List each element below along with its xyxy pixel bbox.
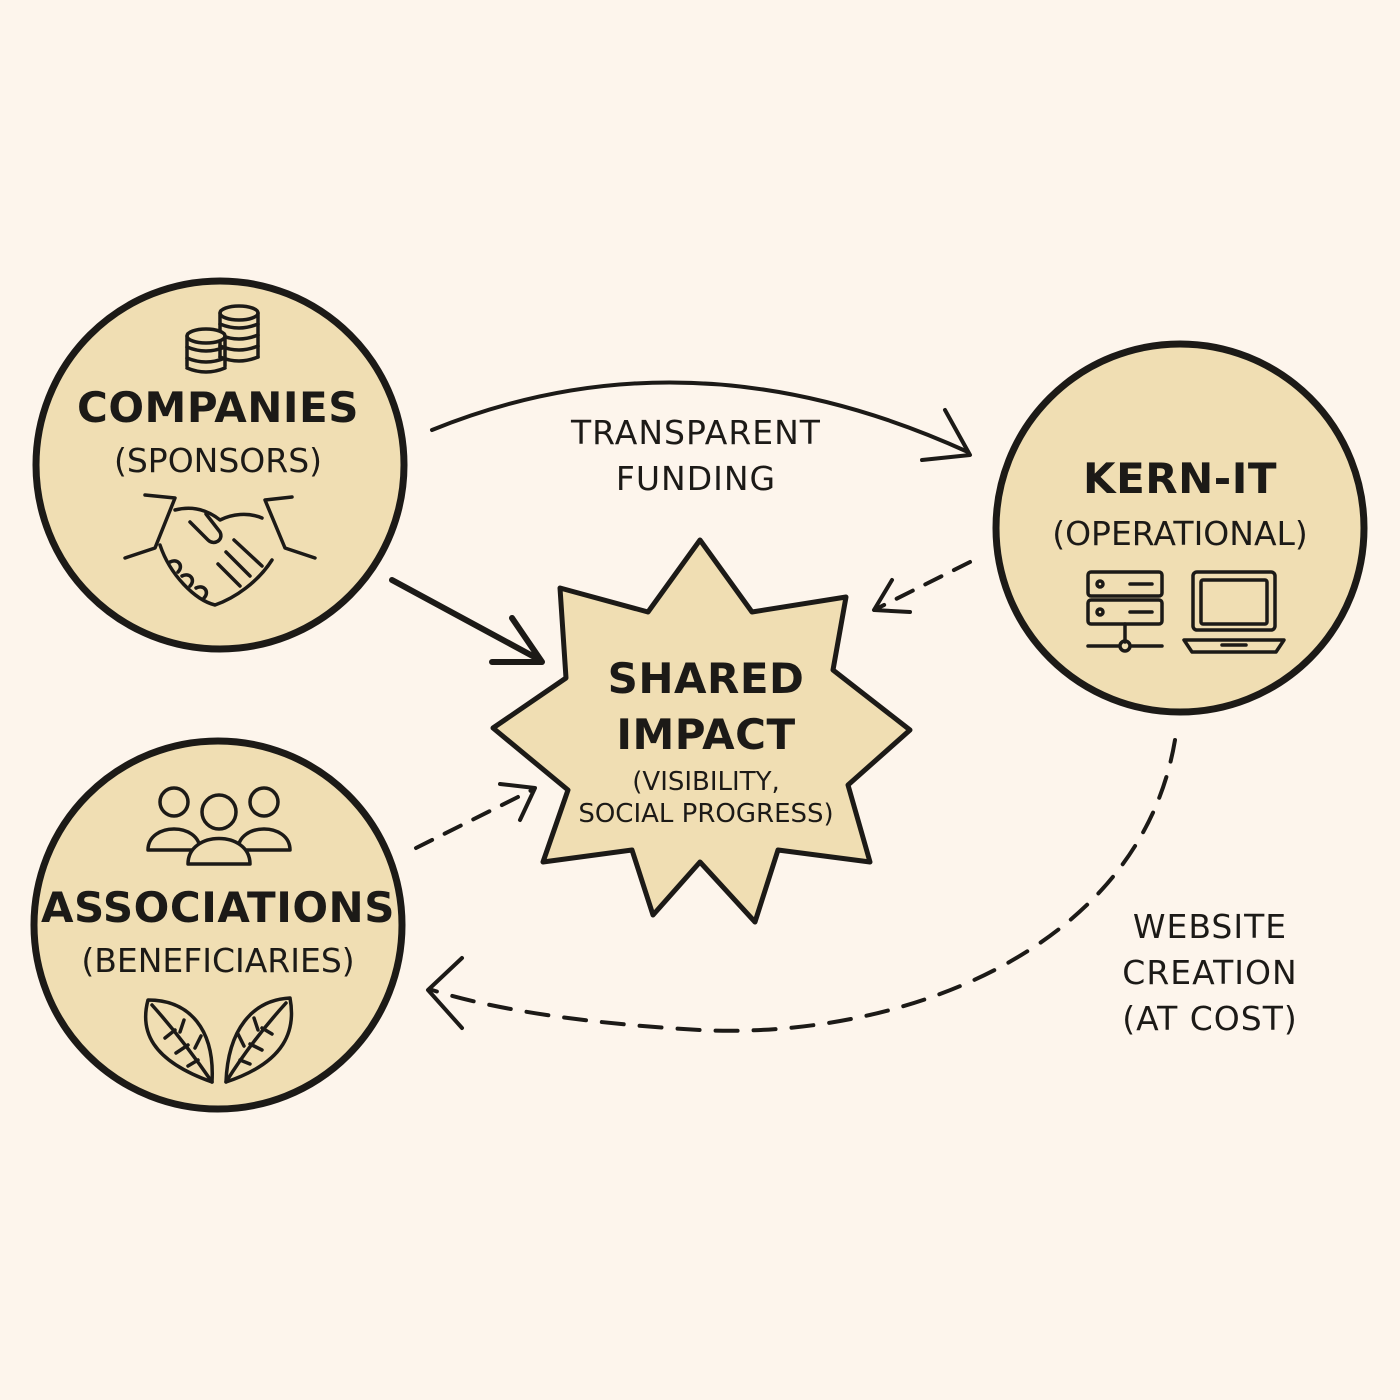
impact-sub-line2: SOCIAL PROGRESS): [578, 799, 833, 829]
node-associations-circle: [30, 737, 406, 1113]
companies-subtitle: (SPONSORS): [114, 441, 322, 480]
companies-title: COMPANIES: [77, 383, 359, 432]
laptop-icon: [1182, 570, 1286, 654]
handshake-icon: [123, 493, 317, 607]
arrow-funding: [430, 380, 972, 462]
node-kernit: KERN-IT (OPERATIONAL): [992, 340, 1368, 716]
funding-label-line1: TRANSPARENT: [570, 413, 821, 452]
arrow-website-creation: [426, 738, 1177, 1033]
kernit-subtitle: (OPERATIONAL): [1052, 514, 1308, 553]
label-funding: TRANSPARENT FUNDING: [570, 413, 821, 498]
people-group-icon: [146, 786, 292, 866]
kernit-title: KERN-IT: [1083, 454, 1277, 503]
arrow-companies-to-impact: [389, 577, 545, 665]
impact-sub-line1: (VISIBILITY,: [632, 767, 779, 797]
arrow-associations-to-impact: [414, 782, 537, 850]
coins-stack-icon: [185, 304, 260, 374]
funding-label-line2: FUNDING: [616, 459, 776, 498]
associations-subtitle: (BENEFICIARIES): [81, 941, 354, 980]
impact-title-line1: SHARED: [608, 654, 805, 703]
label-website: WEBSITE CREATION (AT COST): [1122, 907, 1298, 1038]
website-label-line1: WEBSITE: [1133, 907, 1287, 946]
impact-starburst: [490, 537, 913, 925]
node-associations: ASSOCIATIONS (BENEFICIARIES): [30, 737, 406, 1113]
node-companies: COMPANIES (SPONSORS): [32, 277, 408, 653]
website-label-line3: (AT COST): [1122, 999, 1298, 1038]
server-icon: [1086, 570, 1164, 653]
leaves-icon: [143, 996, 294, 1084]
node-shared-impact: SHARED IMPACT (VISIBILITY, SOCIAL PROGRE…: [490, 537, 913, 925]
associations-title: ASSOCIATIONS: [41, 883, 395, 932]
arrow-kernit-to-impact: [872, 560, 972, 614]
website-label-line2: CREATION: [1122, 953, 1297, 992]
impact-title-line2: IMPACT: [616, 710, 795, 759]
